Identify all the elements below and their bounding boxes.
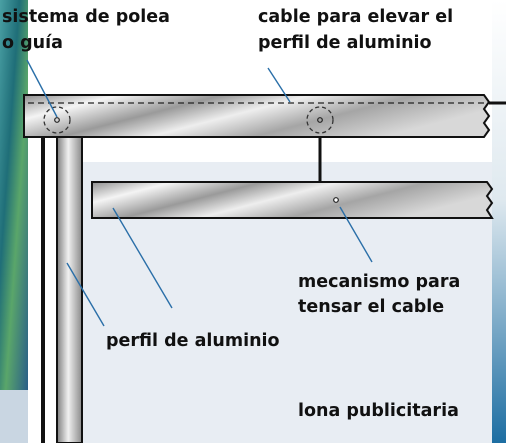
- label-tensioner-line1: mecanismo para: [298, 272, 461, 292]
- leader-tensioner: [339, 206, 373, 263]
- label-tensioner-line2: tensar el cable: [298, 297, 445, 317]
- label-banner: lona publicitaria: [298, 401, 459, 421]
- label-cable-line1: cable para elevar el: [258, 7, 454, 27]
- label-cable-line2: perfil de aluminio: [258, 33, 432, 53]
- lower-aluminum-profile: [91, 181, 494, 219]
- leader-lower-profile: [112, 207, 173, 309]
- pulley-left: [43, 106, 71, 134]
- leader-vertical-profile: [66, 262, 105, 327]
- photo-background-right: [492, 0, 506, 443]
- leader-pulley: [26, 59, 58, 118]
- photo-background-left-lower: [0, 390, 28, 443]
- top-aluminum-beam: [23, 94, 491, 138]
- leader-cable: [267, 67, 291, 103]
- label-pulley-line2: o guía: [2, 33, 63, 53]
- pulley-right: [306, 106, 334, 134]
- frame-left-line: [41, 137, 45, 443]
- label-aluminum-profile: perfil de aluminio: [106, 331, 280, 351]
- tensioner-point: [333, 197, 339, 203]
- vertical-aluminum-profile: [56, 136, 83, 443]
- photo-background-left: [0, 0, 28, 390]
- label-pulley-line1: sistema de polea: [2, 7, 170, 27]
